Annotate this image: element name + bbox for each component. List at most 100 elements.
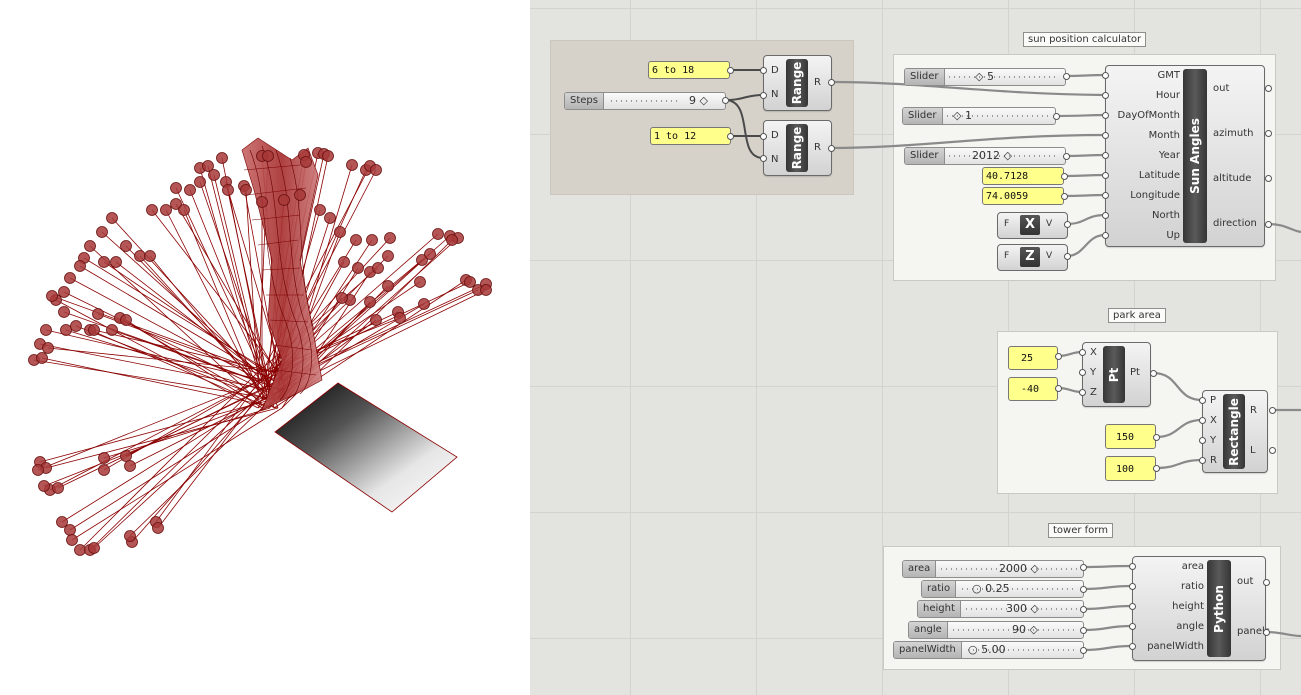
sun-sphere xyxy=(194,176,206,188)
port-grip[interactable] xyxy=(759,66,767,74)
port-grip[interactable] xyxy=(759,154,767,162)
port-grip[interactable] xyxy=(1128,642,1136,650)
angle-slider-value: 90 ◇ xyxy=(1012,623,1038,636)
port-grip[interactable] xyxy=(1060,192,1068,200)
sun-sphere xyxy=(70,320,82,332)
park-x-panel[interactable]: 25 xyxy=(1008,346,1058,370)
sun-sphere xyxy=(184,184,196,196)
height-slider[interactable]: height 300 ◇ xyxy=(917,600,1084,618)
port-grip[interactable] xyxy=(1152,464,1160,472)
port-grip[interactable] xyxy=(1268,446,1276,454)
year-slider-label: Slider xyxy=(905,148,945,164)
port-grip[interactable] xyxy=(1079,605,1087,613)
day-slider[interactable]: Slider ◇ 1 xyxy=(902,107,1056,125)
port-grip[interactable] xyxy=(1079,646,1087,654)
port-grip[interactable] xyxy=(1101,211,1109,219)
port-grip[interactable] xyxy=(721,96,729,104)
area-slider[interactable]: area 2000 ◇ xyxy=(902,560,1084,578)
port-grip[interactable] xyxy=(759,132,767,140)
sun-sphere xyxy=(42,342,54,354)
ratio-slider[interactable]: ratio ○ 0.25 xyxy=(921,580,1084,598)
port-grip[interactable] xyxy=(759,91,767,99)
port-grip[interactable] xyxy=(1063,220,1071,228)
port-grip[interactable] xyxy=(1054,352,1062,360)
panelwidth-slider[interactable]: panelWidth ○ 5.00 xyxy=(893,641,1084,659)
port-grip[interactable] xyxy=(726,132,734,140)
port-grip[interactable] xyxy=(1062,152,1070,160)
z-vector-box: Z xyxy=(1020,247,1040,267)
port-grip[interactable] xyxy=(1264,84,1272,92)
port-grip[interactable] xyxy=(726,66,734,74)
port-grip[interactable] xyxy=(1128,602,1136,610)
python-component[interactable]: area ratio height angle panelWidth Pytho… xyxy=(1132,556,1270,661)
sun-sphere xyxy=(40,324,52,336)
port-grip[interactable] xyxy=(1149,369,1157,377)
python-name: Python xyxy=(1207,560,1231,657)
port-grip[interactable] xyxy=(1054,384,1062,392)
port-grip[interactable] xyxy=(1262,578,1270,586)
port-grip[interactable] xyxy=(1063,252,1071,260)
port-grip[interactable] xyxy=(1079,563,1087,571)
park-width-panel[interactable]: 150 xyxy=(1105,424,1156,449)
port-grip[interactable] xyxy=(1078,388,1086,396)
port-grip[interactable] xyxy=(1128,562,1136,570)
steps-slider[interactable]: Steps 9 ◇ xyxy=(564,92,726,110)
port-grip[interactable] xyxy=(1268,406,1276,414)
range-component-2[interactable]: D N Range R xyxy=(763,120,832,176)
port-grip[interactable] xyxy=(1052,112,1060,120)
port-grip[interactable] xyxy=(1101,171,1109,179)
port-grip[interactable] xyxy=(1262,628,1270,636)
port-grip[interactable] xyxy=(1078,348,1086,356)
port-grip[interactable] xyxy=(827,78,835,86)
port-grip[interactable] xyxy=(1101,111,1109,119)
x-vector-component[interactable]: F X V xyxy=(997,212,1068,239)
sun-angles-component[interactable]: GMT Hour DayOfMonth Month Year Latitude … xyxy=(1105,65,1265,247)
port-grip[interactable] xyxy=(1062,72,1070,80)
port-grip[interactable] xyxy=(827,144,835,152)
month-range-panel[interactable]: 1 to 12 xyxy=(650,127,731,145)
port-grip[interactable] xyxy=(1264,129,1272,137)
pt-input-z: Z xyxy=(1090,387,1097,398)
sun-sphere xyxy=(46,290,58,302)
sun-input-year: Year xyxy=(1158,150,1180,161)
port-grip[interactable] xyxy=(1101,71,1109,79)
z-vector-component[interactable]: F Z V xyxy=(997,244,1068,271)
year-slider[interactable]: Slider 2012 ◇ xyxy=(904,147,1066,165)
port-grip[interactable] xyxy=(1198,396,1206,404)
port-grip[interactable] xyxy=(1128,582,1136,590)
park-y-panel[interactable]: -40 xyxy=(1008,377,1058,401)
sun-sphere xyxy=(58,286,70,298)
port-grip[interactable] xyxy=(1128,622,1136,630)
port-grip[interactable] xyxy=(1264,174,1272,182)
point-component[interactable]: X Y Z Pt Pt xyxy=(1082,342,1151,407)
range-component-1[interactable]: D N Range R xyxy=(763,55,832,111)
angle-slider[interactable]: angle 90 ◇ xyxy=(908,621,1084,639)
range2-input-d: D xyxy=(771,130,779,141)
port-grip[interactable] xyxy=(1101,151,1109,159)
gmt-slider[interactable]: Slider ◇ 5 xyxy=(904,68,1066,86)
group-label-tower: tower form xyxy=(1048,523,1113,538)
port-grip[interactable] xyxy=(1198,416,1206,424)
port-grip[interactable] xyxy=(1101,231,1109,239)
port-grip[interactable] xyxy=(1078,368,1086,376)
grasshopper-canvas[interactable]: sun position calculator park area tower … xyxy=(530,0,1301,695)
port-grip[interactable] xyxy=(1079,626,1087,634)
latitude-panel[interactable]: 40.7128 xyxy=(982,167,1064,185)
port-grip[interactable] xyxy=(1079,585,1087,593)
port-grip[interactable] xyxy=(1198,456,1206,464)
port-grip[interactable] xyxy=(1264,220,1272,228)
port-grip[interactable] xyxy=(1198,436,1206,444)
hour-range-panel[interactable]: 6 to 18 xyxy=(648,61,730,79)
sun-sphere xyxy=(208,169,220,181)
longitude-panel[interactable]: 74.0059 xyxy=(982,187,1064,205)
gmt-slider-value: ◇ 5 xyxy=(975,70,994,83)
rectangle-component[interactable]: P X Y R Rectangle R L xyxy=(1202,390,1268,473)
port-grip[interactable] xyxy=(1101,91,1109,99)
park-height-panel[interactable]: 100 xyxy=(1105,456,1156,481)
port-grip[interactable] xyxy=(1060,172,1068,180)
port-grip[interactable] xyxy=(1101,131,1109,139)
sun-sphere xyxy=(384,232,396,244)
port-grip[interactable] xyxy=(1152,433,1160,441)
port-grip[interactable] xyxy=(1101,191,1109,199)
rhino-viewport[interactable] xyxy=(0,0,530,695)
